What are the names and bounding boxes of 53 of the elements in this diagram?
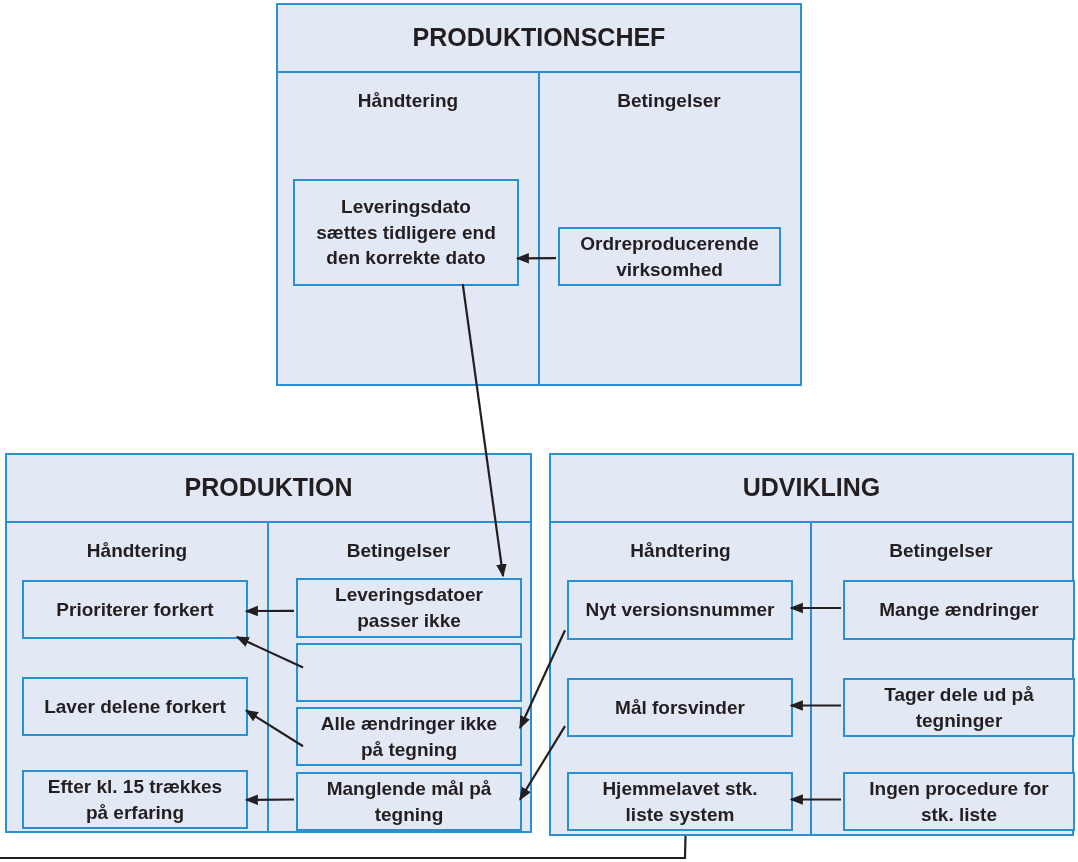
- cause-box: [843, 772, 1075, 831]
- cause-box: [22, 677, 248, 736]
- cause-box: [558, 227, 781, 286]
- panel-heading: UDVIKLING: [741, 472, 882, 503]
- cause-text: Leveringsdato sættes tidligere end den korrekte dato: [315, 195, 497, 271]
- cause-box: [293, 179, 519, 286]
- cause-text: Prioriterer forkert: [56, 597, 214, 622]
- empty-box: [296, 643, 522, 702]
- arrow: [519, 629, 566, 730]
- column-heading: Betingelser: [345, 539, 452, 563]
- department-panel: [276, 3, 802, 386]
- column-heading: Håndtering: [356, 89, 460, 113]
- arrow: [519, 725, 566, 801]
- cause-box: [567, 772, 793, 831]
- arrow: [244, 605, 294, 617]
- cause-text: Mange ændringer: [879, 598, 1039, 623]
- cause-box: [22, 580, 248, 639]
- department-panel: [549, 453, 1074, 836]
- column-heading: Håndtering: [629, 539, 732, 563]
- cause-text: Laver delene forkert: [44, 694, 226, 719]
- cause-text: Mål forsvinder: [615, 695, 745, 720]
- cause-box: [296, 578, 522, 638]
- arrow: [244, 794, 294, 806]
- arrow: [244, 709, 304, 748]
- arrow: [789, 794, 841, 805]
- connector-line: [0, 835, 687, 860]
- cause-text: Leveringsdatoer passer ikke: [334, 583, 484, 633]
- arrow: [461, 283, 507, 578]
- cause-text: Tager dele ud på tegninger: [883, 682, 1035, 733]
- cause-text: Ingen procedure for stk. liste: [868, 776, 1050, 827]
- arrow: [235, 636, 304, 669]
- cause-box: [843, 580, 1075, 640]
- column-heading: Betingelser: [888, 539, 994, 563]
- arrow: [515, 252, 556, 264]
- arrow: [789, 700, 841, 711]
- cause-text: Alle ændringer ikke på tegning: [319, 711, 499, 762]
- panel-heading: PRODUKTIONSCHEF: [411, 22, 667, 53]
- cause-text: Ordreproducerende virksomhed: [579, 231, 760, 282]
- arrow: [789, 602, 841, 614]
- panel-heading: PRODUKTION: [183, 472, 354, 503]
- column-heading: Håndtering: [85, 539, 189, 563]
- department-panel: [5, 453, 532, 833]
- cause-box: [22, 770, 248, 829]
- cause-text: Hjemmelavet stk. liste system: [601, 776, 759, 827]
- cause-box: [567, 678, 793, 737]
- cause-box: [296, 772, 522, 831]
- cause-box: [567, 580, 793, 640]
- cause-box: [843, 678, 1075, 737]
- cause-text: Manglende mål på tegning: [325, 776, 493, 827]
- cause-text: Nyt versionsnummer: [585, 598, 775, 623]
- cause-box: [296, 707, 522, 766]
- cause-text: Efter kl. 15 trækkes på erfaring: [46, 774, 224, 825]
- column-heading: Betingelser: [616, 89, 722, 113]
